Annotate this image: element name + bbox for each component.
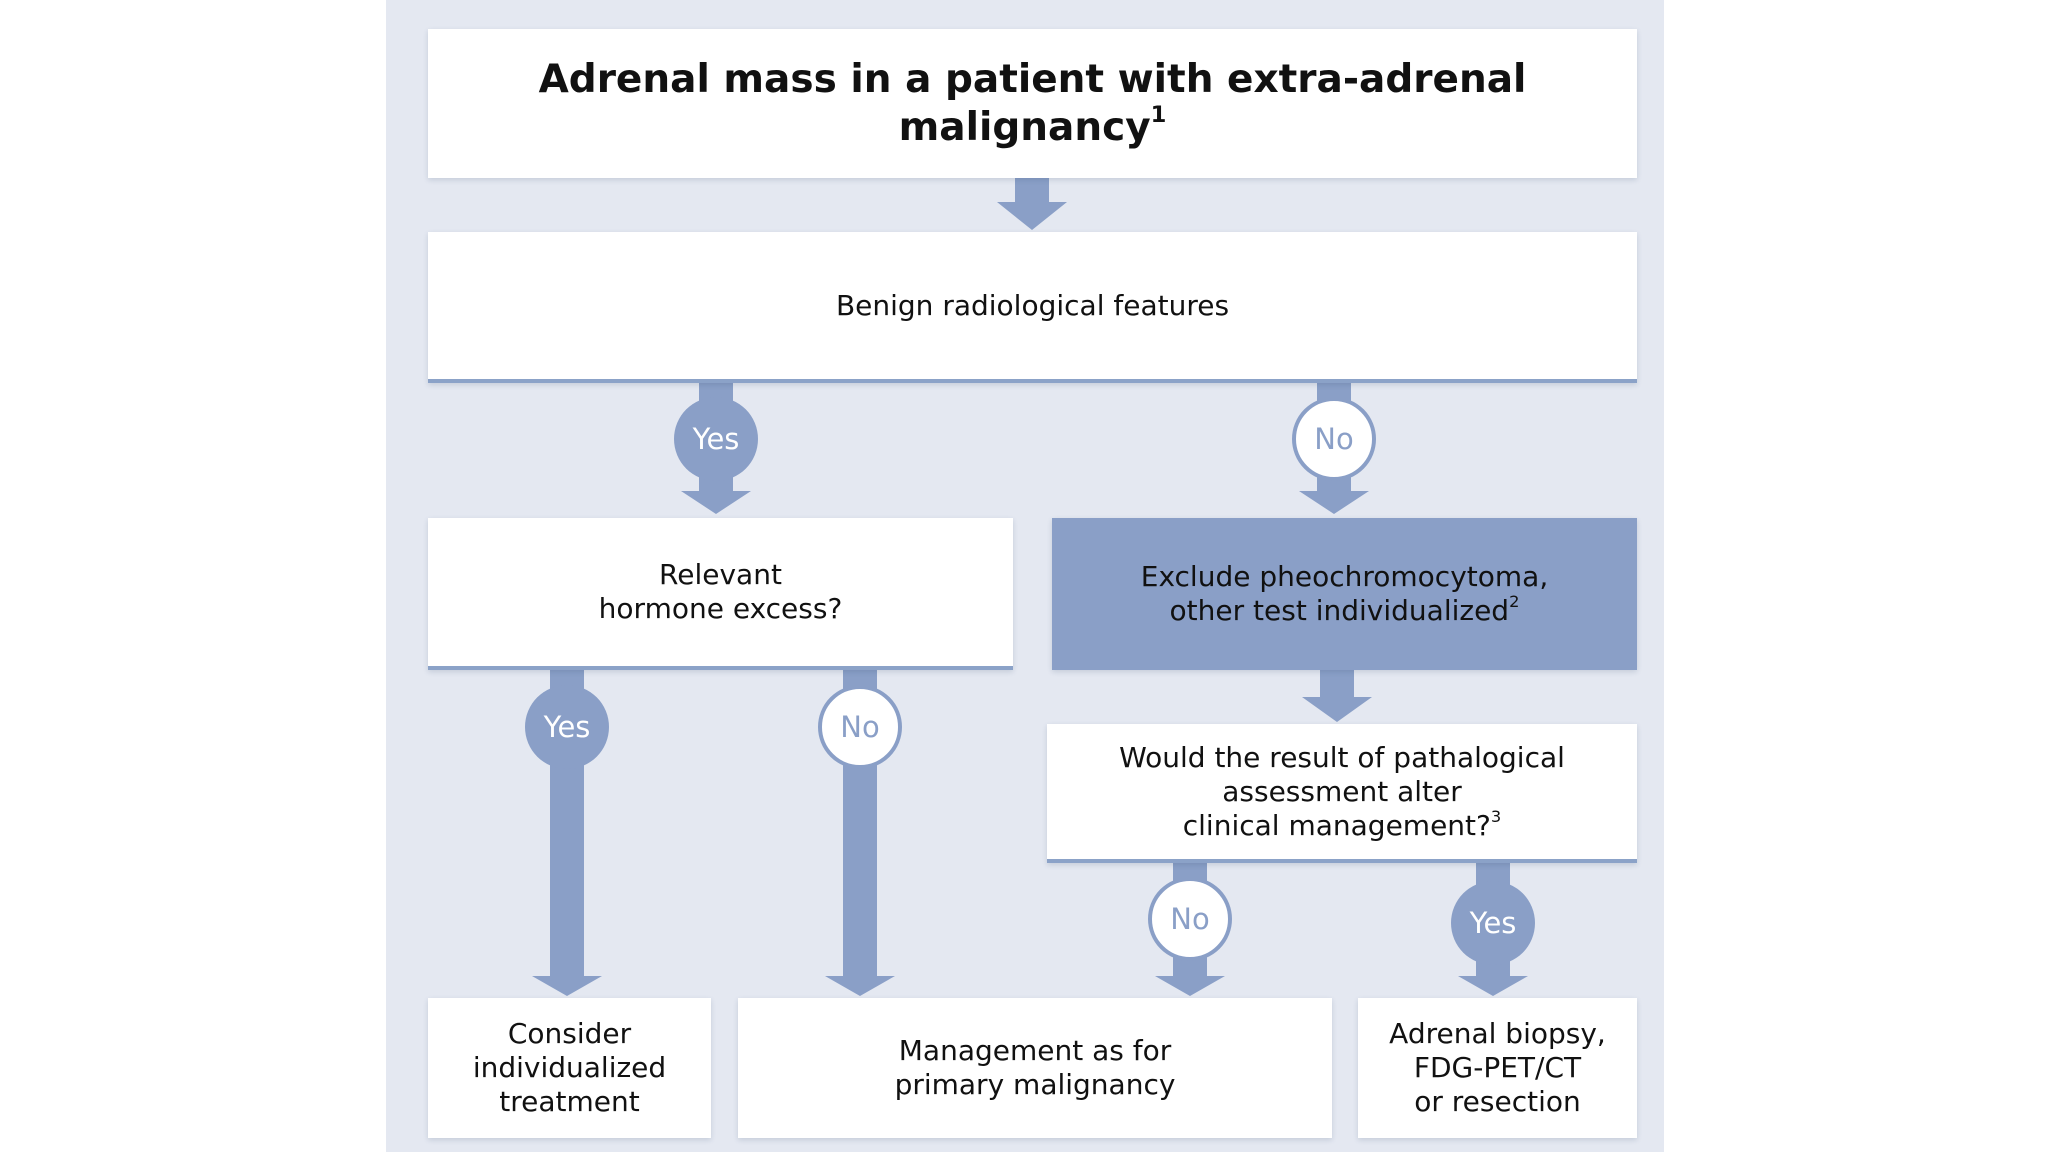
- arrow-head-benign-no: [1299, 491, 1369, 514]
- footnote-3: 3: [1490, 806, 1502, 826]
- node-individualized-treatment: Consider individualized treatment: [428, 998, 711, 1138]
- node-benign-features-text: Benign radiological features: [835, 288, 1230, 322]
- node-exclude-pheochromocytoma: Exclude pheochromocytoma, other test ind…: [1052, 518, 1637, 670]
- decision-yes-pathology: Yes: [1451, 881, 1535, 965]
- arrow-head-exclude-pathology: [1302, 697, 1372, 722]
- arrow-head-pathology-yes: [1458, 976, 1528, 996]
- arrow-head-hormone-no: [825, 976, 895, 996]
- node-pathology-text: Would the result of pathalogical assessm…: [1119, 740, 1565, 842]
- node-management-text: Management as for primary malignancy: [894, 1034, 1176, 1101]
- decision-yes-hormone-label: Yes: [543, 710, 591, 744]
- footnote-2: 2: [1509, 592, 1520, 612]
- node-individualized-text: Consider individualized treatment: [472, 1017, 667, 1118]
- node-management-primary: Management as for primary malignancy: [738, 998, 1332, 1138]
- arrow-head-hormone-yes: [532, 976, 602, 996]
- node-exclude-text: Exclude pheochromocytoma, other test ind…: [1140, 560, 1549, 627]
- node-biopsy-text: Adrenal biopsy, FDG-PET/CT or resection: [1389, 1017, 1606, 1118]
- node-title: Adrenal mass in a patient with extra-adr…: [428, 29, 1637, 178]
- node-title-text: Adrenal mass in a patient with extra-adr…: [538, 56, 1527, 150]
- arrow-head-pathology-no: [1155, 976, 1225, 996]
- node-hormone-excess-text: Relevant hormone excess?: [598, 558, 843, 625]
- decision-yes-pathology-label: Yes: [1469, 906, 1517, 940]
- decision-no-pathology: No: [1148, 877, 1232, 961]
- arrow-shaft-title-benign: [1015, 178, 1049, 202]
- decision-yes-benign-label: Yes: [692, 422, 740, 456]
- decision-no-hormone: No: [818, 685, 902, 769]
- decision-yes-hormone: Yes: [525, 685, 609, 769]
- arrow-head-title-benign: [997, 202, 1067, 230]
- node-adrenal-biopsy: Adrenal biopsy, FDG-PET/CT or resection: [1358, 998, 1637, 1138]
- decision-no-benign-label: No: [1314, 422, 1354, 456]
- node-hormone-excess: Relevant hormone excess?: [428, 518, 1013, 670]
- footnote-1: 1: [1150, 102, 1167, 129]
- arrow-shaft-exclude-pathology: [1320, 669, 1354, 697]
- node-benign-features: Benign radiological features: [428, 232, 1637, 383]
- arrow-head-benign-yes: [681, 491, 751, 514]
- decision-no-benign: No: [1292, 397, 1376, 481]
- decision-yes-benign: Yes: [674, 397, 758, 481]
- decision-no-pathology-label: No: [1170, 902, 1210, 936]
- decision-no-hormone-label: No: [840, 710, 880, 744]
- node-pathological-assessment: Would the result of pathalogical assessm…: [1047, 724, 1637, 863]
